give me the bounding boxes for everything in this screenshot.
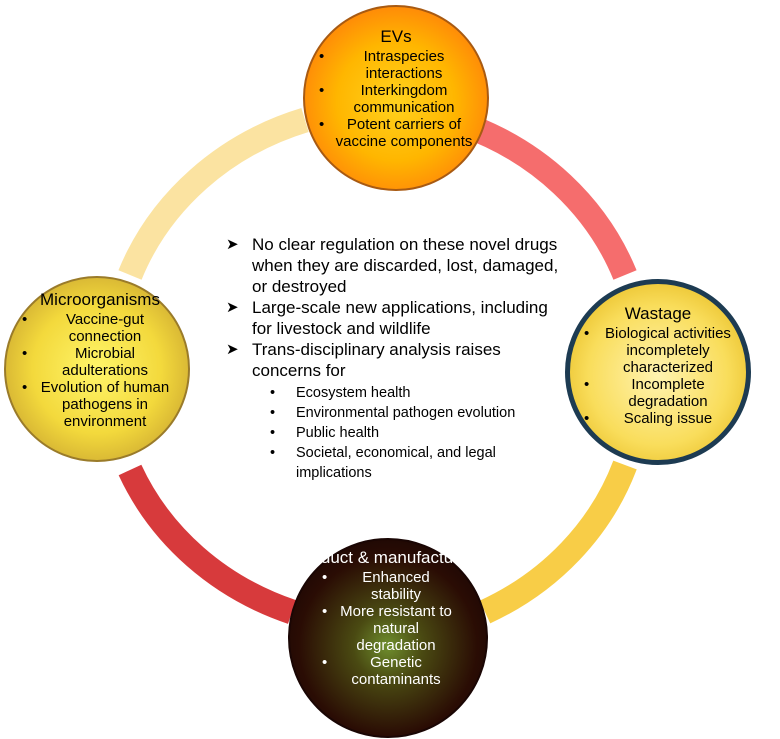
- wastage-list: Biological activities incompletely chara…: [570, 325, 746, 427]
- microorganisms-item: Evolution of human pathogens in environm…: [6, 379, 188, 430]
- evs-item: Intraspecies interactions: [305, 48, 487, 82]
- arc-evs-to-wastage: [460, 113, 637, 280]
- concern-item: Public health: [226, 423, 566, 443]
- center-point: ➤ Large-scale new applications, includin…: [226, 297, 566, 339]
- arc-product-to-microorganisms: [118, 464, 297, 624]
- wastage-circle: Wastage Biological activities incomplete…: [565, 279, 751, 465]
- center-point: ➤ No clear regulation on these novel dru…: [226, 234, 566, 297]
- center-point-text: Trans-disciplinary analysis raises conce…: [252, 340, 501, 380]
- product-title: Product & manufacturing: [294, 548, 482, 567]
- arc-wastage-to-product: [479, 460, 637, 624]
- microorganisms-item: Vaccine-gut connection: [6, 311, 188, 345]
- wastage-item: Incomplete degradation: [570, 376, 746, 410]
- center-point-text: No clear regulation on these novel drugs…: [252, 235, 559, 296]
- arrow-bullet-icon: ➤: [226, 299, 239, 316]
- concern-item: Environmental pathogen evolution: [226, 403, 566, 423]
- product-item: Enhanced stability: [290, 569, 486, 603]
- center-text: ➤ No clear regulation on these novel dru…: [226, 234, 566, 483]
- wastage-item: Scaling issue: [570, 410, 746, 427]
- evs-list: Intraspecies interactions Interkingdom c…: [305, 48, 487, 150]
- microorganisms-list: Vaccine-gut connection Microbial adulter…: [6, 311, 188, 430]
- concern-item: Societal, economical, and legal implicat…: [226, 443, 566, 483]
- product-item: Genetic contaminants: [290, 654, 486, 688]
- evs-item: Interkingdom communication: [305, 82, 487, 116]
- evs-title: EVs: [380, 27, 412, 46]
- concerns-list: Ecosystem health Environmental pathogen …: [226, 383, 566, 483]
- microorganisms-circle: Microorganisms Vaccine-gut connection Mi…: [4, 276, 190, 462]
- evs-item: Potent carriers of vaccine components: [305, 116, 487, 150]
- wastage-title: Wastage: [624, 304, 692, 323]
- microorganisms-item: Microbial adulterations: [6, 345, 188, 379]
- center-point-text: Large-scale new applications, including …: [252, 298, 548, 338]
- product-list: Enhanced stability More resistant to nat…: [290, 569, 486, 688]
- evs-circle: EVs Intraspecies interactions Interkingd…: [303, 5, 489, 191]
- center-point: ➤ Trans-disciplinary analysis raises con…: [226, 339, 566, 381]
- product-item: More resistant to natural degradation: [290, 603, 486, 654]
- microorganisms-title: Microorganisms: [40, 290, 160, 309]
- concern-item: Ecosystem health: [226, 383, 566, 403]
- wastage-item: Biological activities incompletely chara…: [570, 325, 746, 376]
- arrow-bullet-icon: ➤: [226, 236, 239, 253]
- product-manufacturing-circle: Product & manufacturing Enhanced stabili…: [288, 538, 488, 738]
- arrow-bullet-icon: ➤: [226, 341, 239, 358]
- arc-microorganisms-to-evs: [118, 108, 309, 280]
